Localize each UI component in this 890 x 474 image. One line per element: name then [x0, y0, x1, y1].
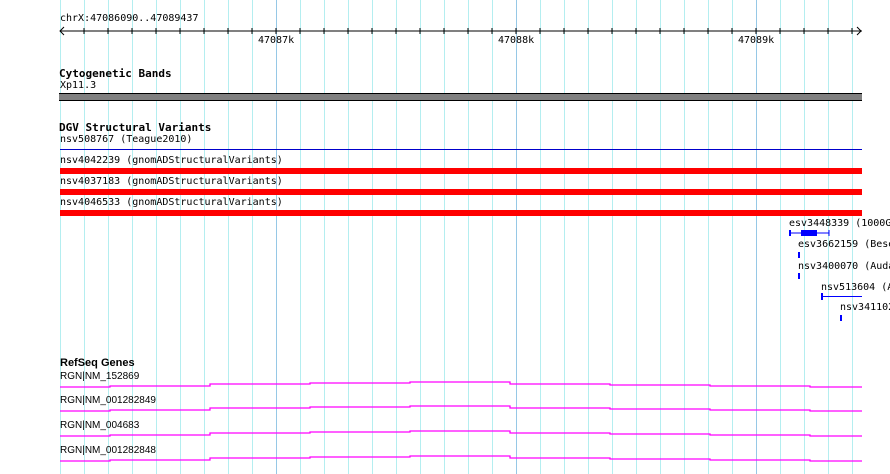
grid-line	[444, 0, 445, 474]
grid-line	[132, 0, 133, 474]
grid-line	[540, 0, 541, 474]
grid-line	[420, 0, 421, 474]
grid-line	[396, 0, 397, 474]
variant-bar[interactable]	[60, 149, 862, 150]
gene-model	[60, 455, 862, 462]
grid-line	[828, 0, 829, 474]
grid-line	[852, 0, 853, 474]
grid-line	[204, 0, 205, 474]
gene-label: RGN|NM_001282849	[60, 395, 156, 406]
variant-bar[interactable]	[798, 252, 800, 258]
grid-line	[636, 0, 637, 474]
grid-line	[732, 0, 733, 474]
variant-label: nsv4037183 (gnomADStructuralVariants)	[60, 176, 283, 187]
track-title-refseq: RefSeq Genes	[60, 357, 135, 369]
grid-line	[612, 0, 613, 474]
variant-label: nsv4042239 (gnomADStructuralVariants)	[60, 155, 283, 166]
variant-bar[interactable]	[60, 189, 862, 195]
variant-bar[interactable]	[821, 296, 862, 297]
tick-label: 47087k	[258, 35, 295, 46]
grid-line	[468, 0, 469, 474]
grid-line	[756, 0, 757, 474]
gene-label: RGN|NM_152869	[60, 371, 140, 382]
grid-line	[228, 0, 229, 474]
gene-label: RGN|NM_001282848	[60, 445, 156, 456]
grid-line	[84, 0, 85, 474]
variant-label: nsv508767 (Teague2010)	[60, 134, 193, 145]
gene-model	[60, 405, 862, 412]
grid-line	[684, 0, 685, 474]
grid-line	[300, 0, 301, 474]
region-label: chrX:47086090..47089437	[60, 13, 199, 24]
tick-label: 47088k	[498, 35, 535, 46]
tick-label: 47089k	[738, 35, 775, 46]
scroll-right-icon	[856, 26, 862, 36]
variant-label: nsv341102	[840, 302, 890, 313]
grid-line	[180, 0, 181, 474]
variant-label: nsv4046533 (gnomADStructuralVariants)	[60, 197, 283, 208]
variant-label: nsv3400070 (Auda	[798, 261, 890, 272]
variant-glyph[interactable]	[788, 229, 830, 237]
grid-line	[372, 0, 373, 474]
grid-line	[516, 0, 517, 474]
gene-label: RGN|NM_004683	[60, 420, 140, 431]
track-title-dgv: DGV Structural Variants	[59, 121, 212, 134]
grid-line	[60, 0, 61, 474]
variant-bar[interactable]	[798, 273, 800, 279]
scroll-left-icon	[59, 26, 65, 36]
grid-line	[108, 0, 109, 474]
grid-line	[252, 0, 253, 474]
gene-model	[60, 381, 862, 388]
gene-model	[60, 430, 862, 437]
grid-line	[276, 0, 277, 474]
grid-line	[324, 0, 325, 474]
grid-line	[660, 0, 661, 474]
variant-label: esv3662159 (Bese	[798, 239, 890, 250]
variant-bar[interactable]	[840, 315, 842, 321]
variant-bar[interactable]	[60, 168, 862, 174]
variant-label: esv3448339 (1000G	[789, 218, 890, 229]
variant-bar[interactable]	[60, 210, 862, 216]
cytoband-bar[interactable]	[59, 93, 862, 101]
ruler-axis[interactable]	[0, 25, 890, 37]
grid-line	[156, 0, 157, 474]
grid-line	[492, 0, 493, 474]
grid-line	[588, 0, 589, 474]
grid-line	[348, 0, 349, 474]
grid-line	[804, 0, 805, 474]
track-title-cytoband: Cytogenetic Bands	[59, 67, 172, 80]
grid-line	[564, 0, 565, 474]
band-label: Xp11.3	[60, 80, 97, 91]
variant-bar-end	[821, 293, 823, 300]
variant-label: nsv513604 (A	[821, 282, 890, 293]
grid-line	[708, 0, 709, 474]
grid-line	[780, 0, 781, 474]
